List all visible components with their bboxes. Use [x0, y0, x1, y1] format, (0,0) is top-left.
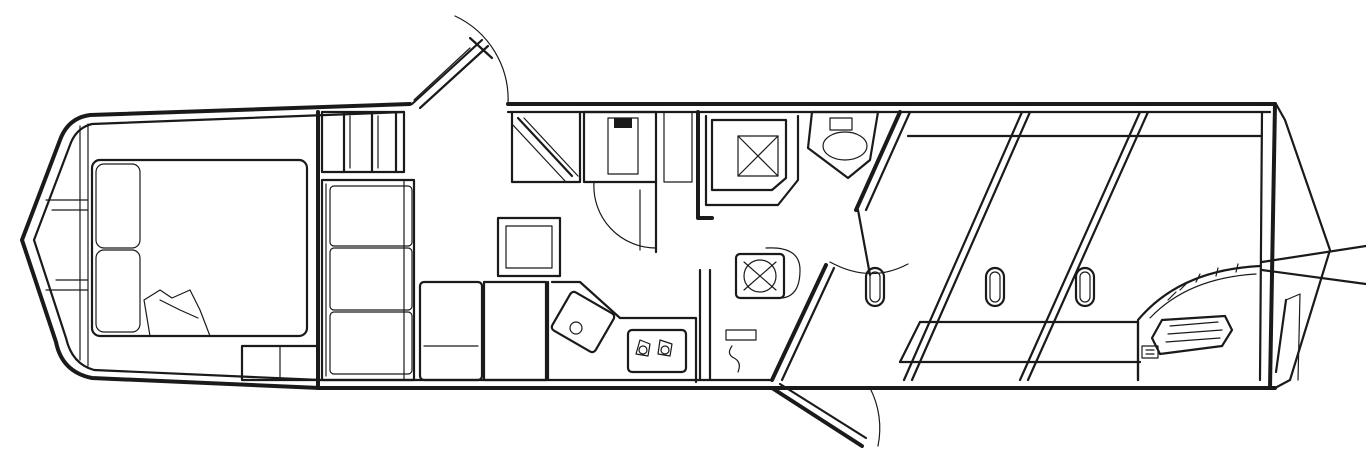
faucet-icon [725, 329, 757, 373]
outlet-icon [1141, 345, 1159, 359]
pillow-icon [95, 249, 141, 333]
toilet [806, 110, 880, 180]
horse-stalls [829, 110, 1264, 382]
stovetop [626, 328, 688, 374]
sofa [320, 178, 416, 382]
pillow-icon [95, 163, 141, 249]
manger-icon [984, 266, 1006, 308]
rear-door [1260, 244, 1366, 381]
microwave [496, 216, 562, 278]
outlet-icon [614, 118, 632, 128]
kitchen [510, 110, 698, 384]
bedroom [45, 110, 406, 390]
bathroom-sink [734, 247, 801, 300]
trailer-outer-wall [20, 102, 1332, 390]
dinette [418, 216, 562, 382]
blanket-fold-icon [143, 289, 211, 337]
bathroom [696, 110, 880, 382]
tack-room [1136, 263, 1262, 382]
side-door [770, 382, 881, 448]
entry-door [410, 15, 509, 110]
saddle-rack [1150, 314, 1234, 356]
manger-icon [864, 266, 886, 308]
kitchen-sink [550, 290, 616, 354]
shower [710, 118, 788, 192]
manger-icon [1074, 266, 1096, 308]
